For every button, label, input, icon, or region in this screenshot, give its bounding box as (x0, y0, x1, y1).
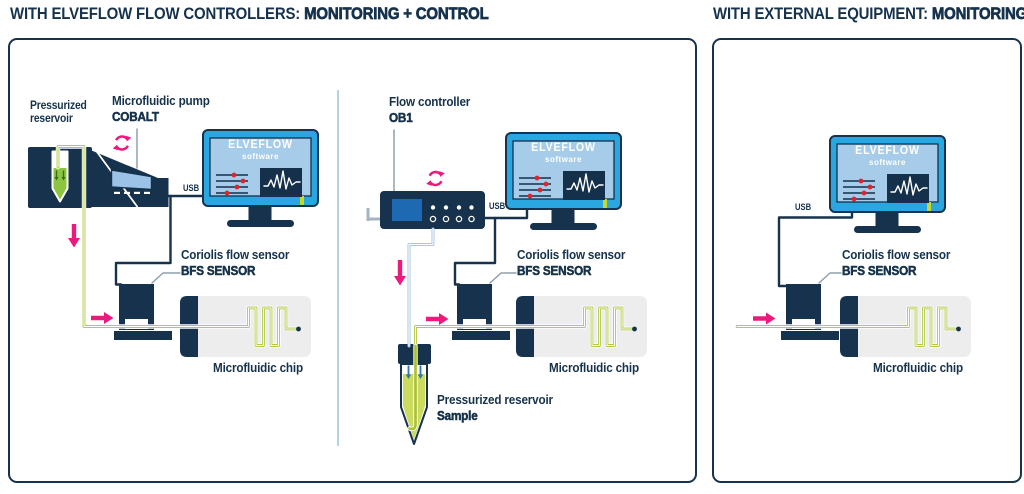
fluid-tubing (58, 147, 961, 429)
pump-screen (110, 169, 153, 191)
monitor-sub-3: software (869, 158, 906, 167)
usb-label-3: USB (795, 202, 812, 212)
usb-label-1: USB (183, 183, 200, 193)
cable-monitor-sensor-1 (114, 194, 172, 286)
chip-label-3: Microfluidic chip (873, 360, 963, 375)
flow-arrows (68, 224, 776, 325)
sensor-label-2: Coriolis flow sensor (517, 247, 626, 262)
ob1-label: OB1 (389, 110, 413, 125)
tube-end-2 (632, 326, 637, 332)
tube-end-3 (956, 326, 961, 332)
bfs-sensor-1 (114, 284, 172, 340)
monitor-sub-2: software (545, 155, 582, 164)
sensor-model-label-2: BFS SENSOR (517, 263, 592, 278)
air-down-arrow (405, 365, 412, 379)
bfs-label-line-2 (489, 272, 517, 284)
left-title-regular: WITH ELVEFLOW FLOW CONTROLLERS: (10, 4, 305, 23)
ob1-screen (392, 199, 422, 221)
ob1-inlet (366, 208, 381, 221)
usb-cable-ob1-monitor (483, 206, 529, 220)
cycle-icon-cobalt (111, 133, 133, 153)
flow-right-arrow-1 (91, 312, 114, 324)
bfs-sensor-2 (452, 284, 510, 340)
flow-right-arrow-3 (753, 312, 776, 325)
flow-right-arrow-2 (426, 313, 449, 325)
pump-label: Microfluidic pump (112, 93, 210, 108)
flow-down-arrow-2 (394, 260, 406, 286)
sensor-model-label-3: BFS SENSOR (842, 263, 917, 278)
elveflow-controllers-panel (8, 38, 697, 483)
sensor-label-3: Coriolis flow sensor (842, 247, 951, 262)
monitor-brand-1: ELVEFLOW (228, 139, 293, 151)
reservoir-label-1-line1: Pressurized (30, 100, 87, 112)
usb-cable-monitor-sensor-3 (777, 209, 854, 288)
sample-label: Sample (437, 408, 478, 423)
tube-end-1 (296, 326, 301, 332)
sample-reservoir-label: Pressurized reservoir (437, 392, 553, 407)
right-panel-title: WITH EXTERNAL EQUIPMENT: MONITORING (713, 4, 1024, 23)
ob1-controller (366, 191, 485, 229)
chip-label-2: Microfluidic chip (549, 360, 639, 375)
right-title-regular: WITH EXTERNAL EQUIPMENT: (713, 4, 932, 23)
monitor-brand-2: ELVEFLOW (531, 142, 596, 154)
sensor-model-label-1: BFS SENSOR (181, 263, 256, 278)
bfs-label-line-1 (151, 272, 181, 284)
mini-down-arrow (61, 170, 66, 181)
cable-monitor-sensor-2 (453, 216, 497, 286)
right-title-bold: MONITORING (931, 4, 1024, 23)
ob1-buttons (429, 205, 475, 223)
left-title-bold: MONITORING + CONTROL (304, 4, 489, 23)
pump-buttons (114, 191, 150, 194)
usb-label-2: USB (489, 201, 506, 211)
chip-label-1: Microfluidic chip (213, 360, 303, 375)
bfs-label-line-3 (818, 272, 842, 284)
cobalt-pump (88, 149, 169, 208)
cycle-icon-ob1 (424, 168, 447, 189)
flow-down-arrow-1 (68, 224, 80, 248)
reservoir-label-1-line2: reservoir (30, 113, 73, 125)
mini-down-arrow (54, 170, 59, 181)
monitor-brand-3: ELVEFLOW (855, 145, 920, 157)
sensor-label-1: Coriolis flow sensor (181, 247, 290, 262)
cobalt-label: COBALT (112, 109, 159, 124)
flow-controller-label: Flow controller (389, 94, 471, 109)
monitor-sub-1: software (242, 152, 279, 161)
left-panel-title: WITH ELVEFLOW FLOW CONTROLLERS: MONITORI… (10, 4, 489, 23)
air-down-arrow (417, 365, 424, 379)
bfs-sensor-3 (781, 284, 839, 340)
external-equipment-panel (712, 38, 1022, 483)
